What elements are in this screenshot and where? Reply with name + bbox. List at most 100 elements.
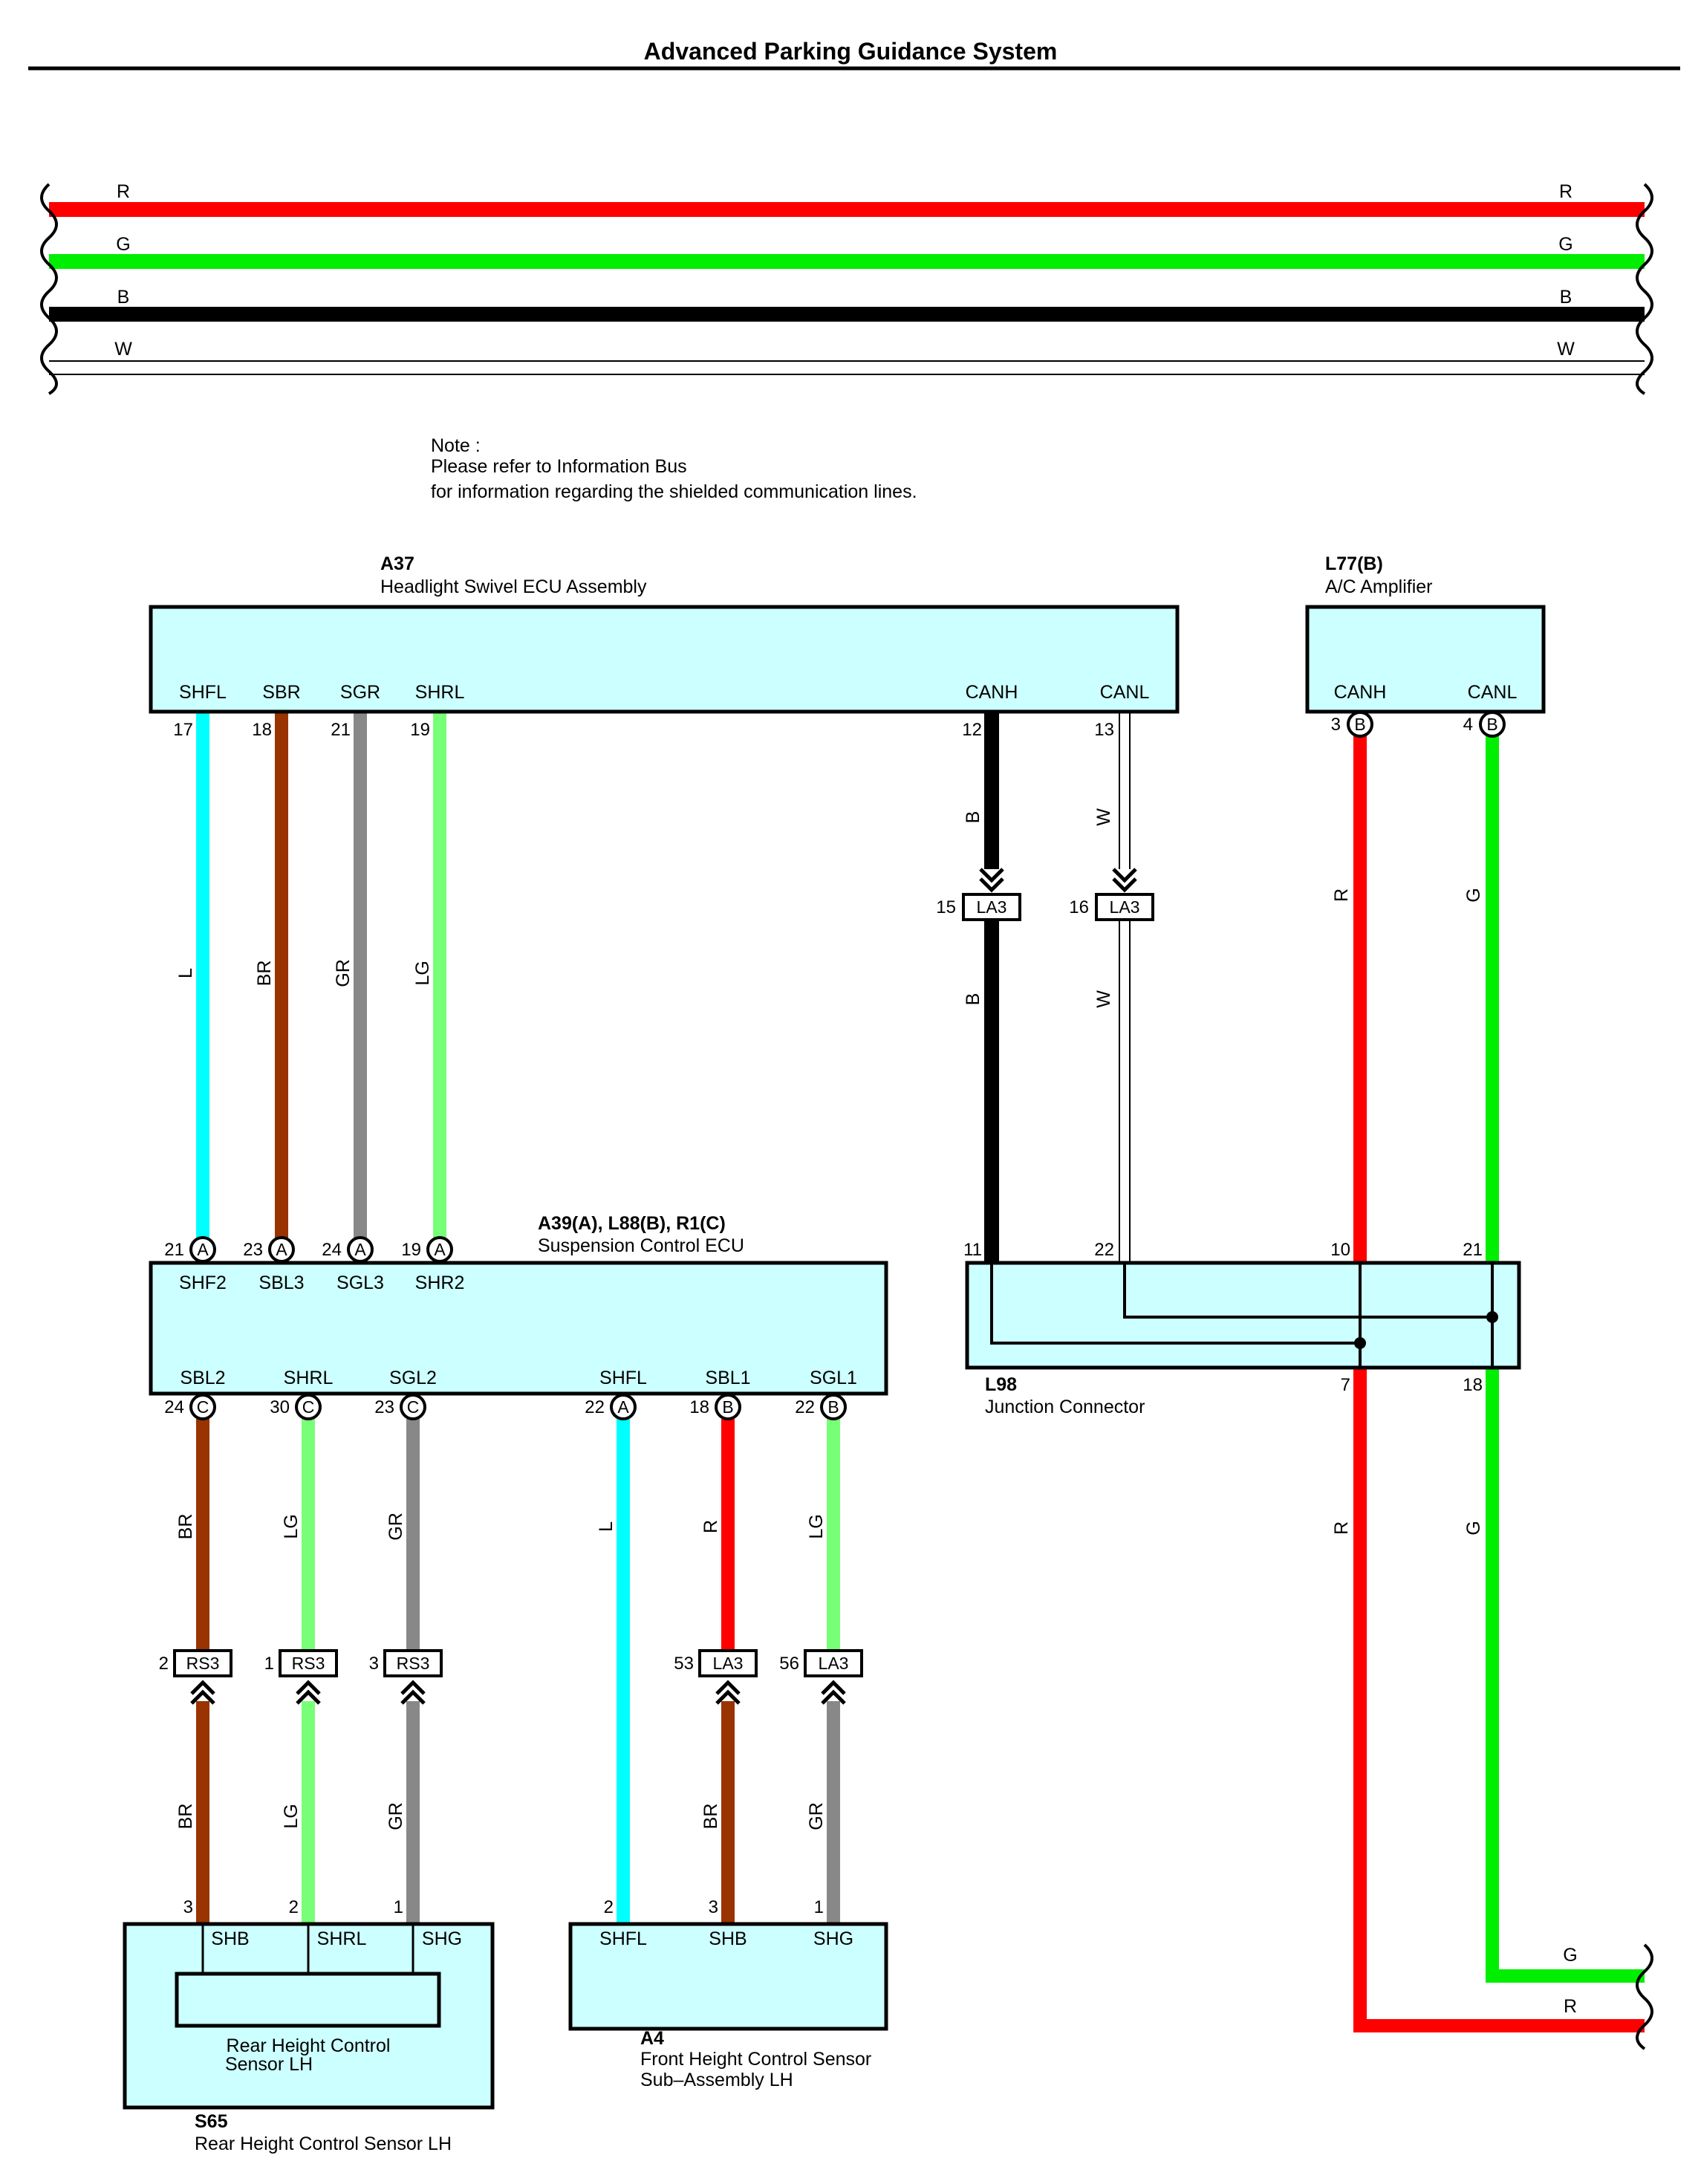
- note-heading: Note :: [431, 435, 481, 456]
- bus-label-b-right: B: [1560, 287, 1572, 308]
- l98-pin-18: 18: [1463, 1375, 1483, 1395]
- ecu-top-pin-4: 19: [401, 1240, 421, 1260]
- a4-terminal-shg: SHG: [813, 1928, 853, 1949]
- a37-terminal-shfl: SHFL: [179, 682, 227, 703]
- ecu-terminal-sgl1: SGL1: [810, 1368, 857, 1388]
- jc-box-rs3-1: [279, 1649, 338, 1677]
- l98-splice-dot-g: [1486, 1311, 1498, 1323]
- suspension-ecu-code: A39(A), L88(B), R1(C): [538, 1213, 726, 1234]
- bus-label-r-left: R: [117, 181, 130, 202]
- a37-terminal-canh: CANH: [966, 682, 1018, 703]
- wire-label-sbl1-lower: BR: [700, 1804, 721, 1830]
- wire-label-lg: LG: [412, 961, 433, 985]
- s65-pin-1: 1: [394, 1897, 403, 1917]
- jc-label-la3-15: LA3: [977, 897, 1007, 917]
- ecu-bottom-pin-2: 30: [270, 1397, 290, 1417]
- wire-label-br: BR: [254, 961, 275, 987]
- wire-label-shrl-upper: LG: [281, 1514, 302, 1538]
- a4-name-line-1: Front Height Control Sensor: [640, 2049, 871, 2070]
- l98-code: L98: [985, 1374, 1017, 1395]
- a37-terminal-shrl: SHRL: [415, 682, 465, 703]
- a37-pin-17: 17: [173, 720, 193, 740]
- wire-label-canh-lower: B: [963, 993, 983, 1006]
- component-l77: L77(B) A/C Amplifier CANH CANL 3 4 B B: [1305, 553, 1546, 738]
- s65-terminal-shrl: SHRL: [317, 1928, 367, 1949]
- l98-internal-canl: [1123, 1263, 1492, 1319]
- s65-inner-label-2: Sensor LH: [225, 2054, 313, 2075]
- jc-box-la3-16: [1095, 893, 1154, 921]
- l98-box: [965, 1261, 1521, 1370]
- l77-box: [1305, 605, 1546, 714]
- jc-pin-16: 16: [1069, 897, 1089, 917]
- wire-label-canl-lower: W: [1093, 990, 1114, 1008]
- bus-label-w-right: W: [1557, 339, 1575, 360]
- ecu-bottom-circle-4: [610, 1394, 637, 1420]
- l77-connector-circle-canh: [1347, 711, 1373, 738]
- jc-label-rs3-2: RS3: [186, 1654, 220, 1673]
- ecu-terminal-sgl3: SGL3: [336, 1273, 384, 1293]
- l77-name: A/C Amplifier: [1325, 576, 1432, 597]
- l77-connector-circle-canl: [1479, 711, 1506, 738]
- ecu-top-circle-2: [268, 1236, 295, 1263]
- a4-pin-3: 3: [709, 1897, 718, 1917]
- wire-label-amp-g-upper: G: [1463, 888, 1484, 902]
- ecu-bottom-letter-4: A: [617, 1397, 629, 1417]
- jc-box-la3-53: [698, 1649, 758, 1677]
- wire-labels: L BR GR LG B W B W R G R G G R BR LG GR …: [175, 808, 1578, 2017]
- l77-terminal-canl: CANL: [1468, 682, 1518, 703]
- component-l98: 11 22 10 21 7 18 L98 Junction Connector: [963, 1240, 1521, 1417]
- component-a4: 2 3 1 SHFL SHB SHG A4 Front Height Contr…: [568, 1897, 888, 2090]
- ecu-terminal-shf2: SHF2: [179, 1273, 227, 1293]
- wire-label-amp-r-upper: R: [1331, 888, 1352, 902]
- ecu-top-pin-1: 21: [164, 1240, 184, 1260]
- jc-arrow-la3-16: [1112, 868, 1137, 893]
- l77-terminal-canh: CANH: [1334, 682, 1387, 703]
- bus-label-w-left: W: [114, 339, 132, 360]
- ecu-terminal-sbl2: SBL2: [180, 1368, 225, 1388]
- jc-pin-53: 53: [674, 1654, 694, 1674]
- s65-inner-sensor: [175, 1972, 441, 2028]
- jc-label-rs3-3: RS3: [397, 1654, 430, 1673]
- note-line-2: for information regarding the shielded c…: [431, 481, 917, 502]
- bus-break-right: [1636, 183, 1653, 395]
- wire-end-label-r: R: [1564, 1996, 1577, 2017]
- ecu-terminal-shr2: SHR2: [415, 1273, 465, 1293]
- wire-label-amp-r-lower: R: [1331, 1521, 1352, 1535]
- page-title: Advanced Parking Guidance System: [644, 38, 1058, 65]
- s65-code: S65: [195, 2111, 228, 2132]
- jc-box-la3-56: [804, 1649, 863, 1677]
- l98-name: Junction Connector: [985, 1397, 1145, 1417]
- component-suspension-ecu: A39(A), L88(B), R1(C) Suspension Control…: [149, 1213, 888, 1420]
- a4-terminal-shfl: SHFL: [599, 1928, 647, 1949]
- bus-label-b-left: B: [117, 287, 130, 308]
- bus-label-g-right: G: [1558, 234, 1572, 255]
- note: Note : Please refer to Information Bus f…: [431, 435, 917, 502]
- ecu-terminal-sgl2: SGL2: [389, 1368, 437, 1388]
- jc-label-rs3-1: RS3: [292, 1654, 325, 1673]
- l98-internal-canh: [990, 1263, 1360, 1345]
- wire-label-l: L: [175, 968, 196, 978]
- ecu-bottom-circle-1: [189, 1394, 216, 1420]
- a37-terminal-sbr: SBR: [262, 682, 300, 703]
- a37-name: Headlight Swivel ECU Assembly: [380, 576, 647, 597]
- s65-inner-label-1: Rear Height Control: [227, 2035, 391, 2056]
- ecu-bottom-circle-3: [400, 1394, 426, 1420]
- wires: [196, 712, 1645, 2032]
- jc-arrow-la3-56: [821, 1680, 846, 1705]
- l98-pin-7: 7: [1341, 1375, 1350, 1395]
- l98-pin-21: 21: [1463, 1240, 1483, 1260]
- wire-label-canl-upper: W: [1093, 808, 1114, 826]
- ecu-top-circle-1: [189, 1236, 216, 1263]
- a4-pin-2: 2: [604, 1897, 614, 1917]
- bus-label-r-right: R: [1559, 181, 1572, 202]
- l98-splice-dot-r: [1354, 1337, 1366, 1349]
- jc-label-la3-53: LA3: [713, 1654, 744, 1673]
- wire-junction-g-out: [1486, 1367, 1645, 1983]
- s65-box: [123, 1922, 495, 2110]
- component-a37: A37 Headlight Swivel ECU Assembly SHFL S…: [149, 553, 1180, 740]
- a37-terminal-canl: CANL: [1100, 682, 1150, 703]
- l77-pin-3: 3: [1331, 715, 1341, 735]
- jc-box-rs3-3: [383, 1649, 443, 1677]
- junction-connectors: LA3 15 LA3 16 RS3 2 RS3 1 RS3 3 LA3 53 L…: [159, 868, 1154, 1705]
- wire-label-sgl2-lower: GR: [386, 1802, 406, 1830]
